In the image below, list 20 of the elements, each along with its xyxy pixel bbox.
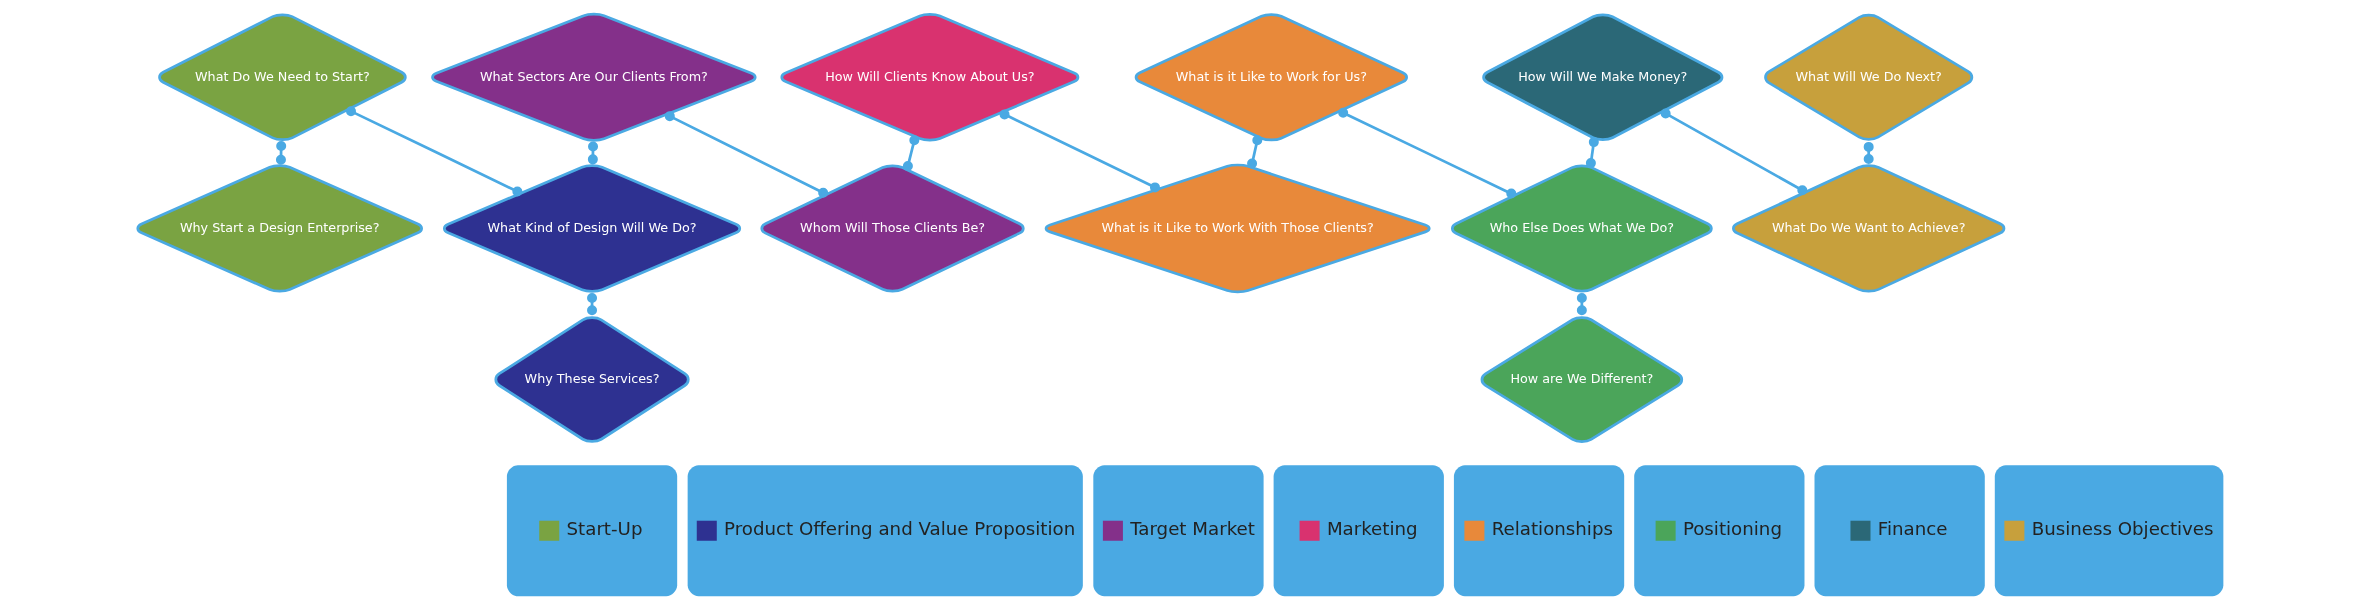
connector [275, 141, 286, 165]
connector [586, 293, 597, 316]
connector [1246, 135, 1262, 169]
connector [664, 111, 828, 198]
legend-label: Marketing [1326, 518, 1418, 540]
connector [902, 135, 919, 172]
legend-label: Product Offering and Value Proposition [723, 518, 1075, 540]
connector [1585, 137, 1599, 169]
legend-label: Positioning [1682, 518, 1782, 540]
connector [1660, 108, 1807, 196]
connector [1337, 107, 1516, 199]
connector [1576, 293, 1587, 316]
legend-label: Start-Up [566, 518, 642, 540]
legend-label: Relationships [1491, 518, 1613, 540]
connector [999, 109, 1160, 193]
legend-label: Business Objectives [2031, 518, 2214, 540]
legend-label: Finance [1877, 518, 1947, 540]
legend-label: Target Market [1129, 518, 1255, 540]
connector [587, 141, 598, 165]
connector [345, 106, 522, 197]
